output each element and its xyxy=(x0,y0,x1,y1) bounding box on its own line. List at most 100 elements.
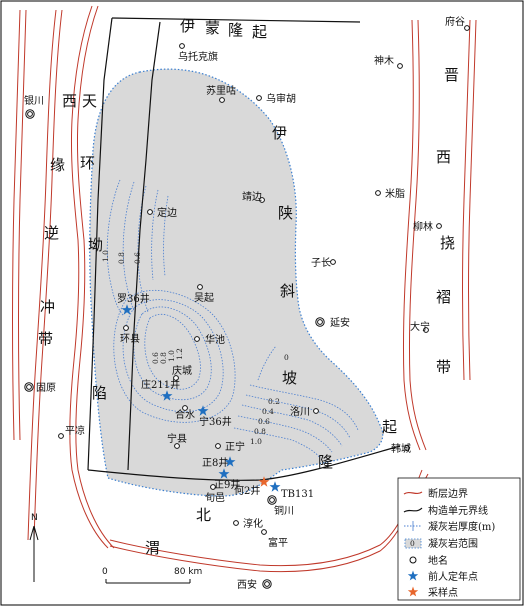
north-label: N xyxy=(31,513,38,523)
place-label: 固原 xyxy=(36,382,56,394)
place-marker-icon xyxy=(197,284,203,290)
place-marker-icon xyxy=(179,43,185,49)
fault-symbol-icon xyxy=(403,491,423,495)
svg-text:坡: 坡 xyxy=(282,369,297,387)
place-shenmu: 神木 xyxy=(374,54,403,69)
legend: 断层边界 构造单元界线 凝灰岩厚度(m) 0 凝灰岩范围 地名 前人定年点 采样… xyxy=(397,477,521,601)
place-marker-icon xyxy=(436,223,442,229)
scale-end: 80 km xyxy=(174,567,202,577)
place-marker-icon xyxy=(173,375,179,381)
svg-text:褶: 褶 xyxy=(436,288,451,306)
svg-text:带: 带 xyxy=(38,330,53,348)
svg-text:隆: 隆 xyxy=(318,453,333,471)
place-label: 西安 xyxy=(237,578,257,591)
place-marker-icon xyxy=(264,581,270,587)
place-label: 银川 xyxy=(24,94,44,107)
city-ring-icon xyxy=(267,495,277,505)
place-ningxian: 宁县 xyxy=(167,432,187,449)
previous-age-star-icon xyxy=(218,468,230,479)
place-liulin: 柳林 xyxy=(413,220,442,233)
place-yinchuan: 银川 xyxy=(24,94,44,119)
previous-age-star-icon xyxy=(161,390,173,401)
place-marker-icon xyxy=(182,405,188,411)
isopach-lines-center xyxy=(113,290,236,423)
isopach-label: 0.6 xyxy=(151,352,160,364)
svg-text:晋: 晋 xyxy=(444,66,459,84)
place-label: 富平 xyxy=(268,536,288,549)
place-wuqi: 吴起 xyxy=(194,284,214,304)
isopach-label: 0.8 xyxy=(159,352,168,364)
unit-boundaries xyxy=(87,17,401,481)
place-marker-icon xyxy=(27,111,33,117)
place-marker-icon xyxy=(261,529,267,535)
svg-text:渭: 渭 xyxy=(145,539,160,557)
svg-text:断层边界: 断层边界 xyxy=(428,487,468,500)
place-marker-icon xyxy=(259,197,265,203)
place-fugu: 府谷 xyxy=(445,15,470,31)
svg-text:挠: 挠 xyxy=(440,234,455,252)
isopach-label: 0.4 xyxy=(262,407,274,416)
place-marker-icon xyxy=(194,336,200,342)
place-marker-icon xyxy=(58,433,64,439)
well-label: 正9井 xyxy=(214,478,240,491)
place-label: 府谷 xyxy=(445,15,465,28)
place-tongchuan: 铜川 xyxy=(267,495,294,517)
svg-text:冲: 冲 xyxy=(40,298,55,316)
place-label: 庆城 xyxy=(172,364,192,377)
place-label: 铜川 xyxy=(274,505,294,517)
city-ring-icon xyxy=(262,579,272,589)
place-label: 神木 xyxy=(374,54,394,67)
place-wushenhu: 乌审胡 xyxy=(256,92,296,105)
place-xian: 西安 xyxy=(237,578,272,591)
svg-text:蒙: 蒙 xyxy=(205,19,220,37)
tuff-range-symbol-icon xyxy=(404,538,422,549)
place-luochuan: 洛川 xyxy=(290,405,319,418)
scale-bar: 0 80 km xyxy=(102,567,202,584)
place-chunhua: 淳化 xyxy=(233,517,263,530)
place-label: 洛川 xyxy=(290,405,310,418)
svg-text:西: 西 xyxy=(436,148,451,166)
well-label: 宁36井 xyxy=(199,415,232,428)
star-blue-icon xyxy=(407,570,419,581)
place-label: 米脂 xyxy=(385,187,405,200)
unit-line-symbol-icon xyxy=(403,507,423,513)
place-marker-icon xyxy=(174,443,180,449)
well-label: 何2井 xyxy=(234,484,260,497)
place-marker-icon xyxy=(210,484,216,490)
svg-text:隆: 隆 xyxy=(228,21,243,39)
svg-text:起: 起 xyxy=(382,418,397,436)
svg-text:天: 天 xyxy=(82,92,97,110)
previous-age-star-icon xyxy=(197,405,209,416)
place-yanan: 延安 xyxy=(315,316,350,329)
svg-text:陷: 陷 xyxy=(92,384,107,402)
place-marker-icon xyxy=(219,97,225,103)
svg-text:采样点: 采样点 xyxy=(428,586,458,599)
isopach-label: 0.6 xyxy=(258,417,270,426)
place-symbol-icon xyxy=(409,556,417,564)
legend-item-unit-boundary: 构造单元界线 xyxy=(403,504,488,517)
isopach-label: 0.8 xyxy=(117,252,126,264)
place-marker-icon xyxy=(375,190,381,196)
place-huanxian: 环县 xyxy=(120,325,140,345)
well-he2: 何2井 xyxy=(234,476,270,497)
place-label: 华池 xyxy=(205,333,225,346)
place-marker-icon xyxy=(404,445,410,451)
place-label: 正宁 xyxy=(225,440,245,453)
city-ring-icon xyxy=(25,109,35,119)
well-zheng9: 正9井 xyxy=(214,468,240,491)
place-label: 淳化 xyxy=(243,517,263,530)
unit-label-yimeng: 伊蒙隆起 xyxy=(180,17,267,41)
place-label: 大宁 xyxy=(410,320,430,333)
svg-text:陕: 陕 xyxy=(278,204,293,222)
place-label: 定边 xyxy=(157,206,177,219)
isopach-value-labels: 1.0 0.8 0.6 0.6 0.8 1.0 1.2 0.2 0.4 0.6 … xyxy=(101,250,289,446)
svg-text:地名: 地名 xyxy=(428,554,448,567)
place-guyuan: 固原 xyxy=(24,382,56,394)
well-ning36: 宁36井 xyxy=(197,405,232,428)
svg-text:伊: 伊 xyxy=(180,17,195,35)
place-label: 乌审胡 xyxy=(266,92,296,105)
place-label: 旬邑 xyxy=(205,491,225,504)
isopach-label: 0.2 xyxy=(268,397,280,406)
